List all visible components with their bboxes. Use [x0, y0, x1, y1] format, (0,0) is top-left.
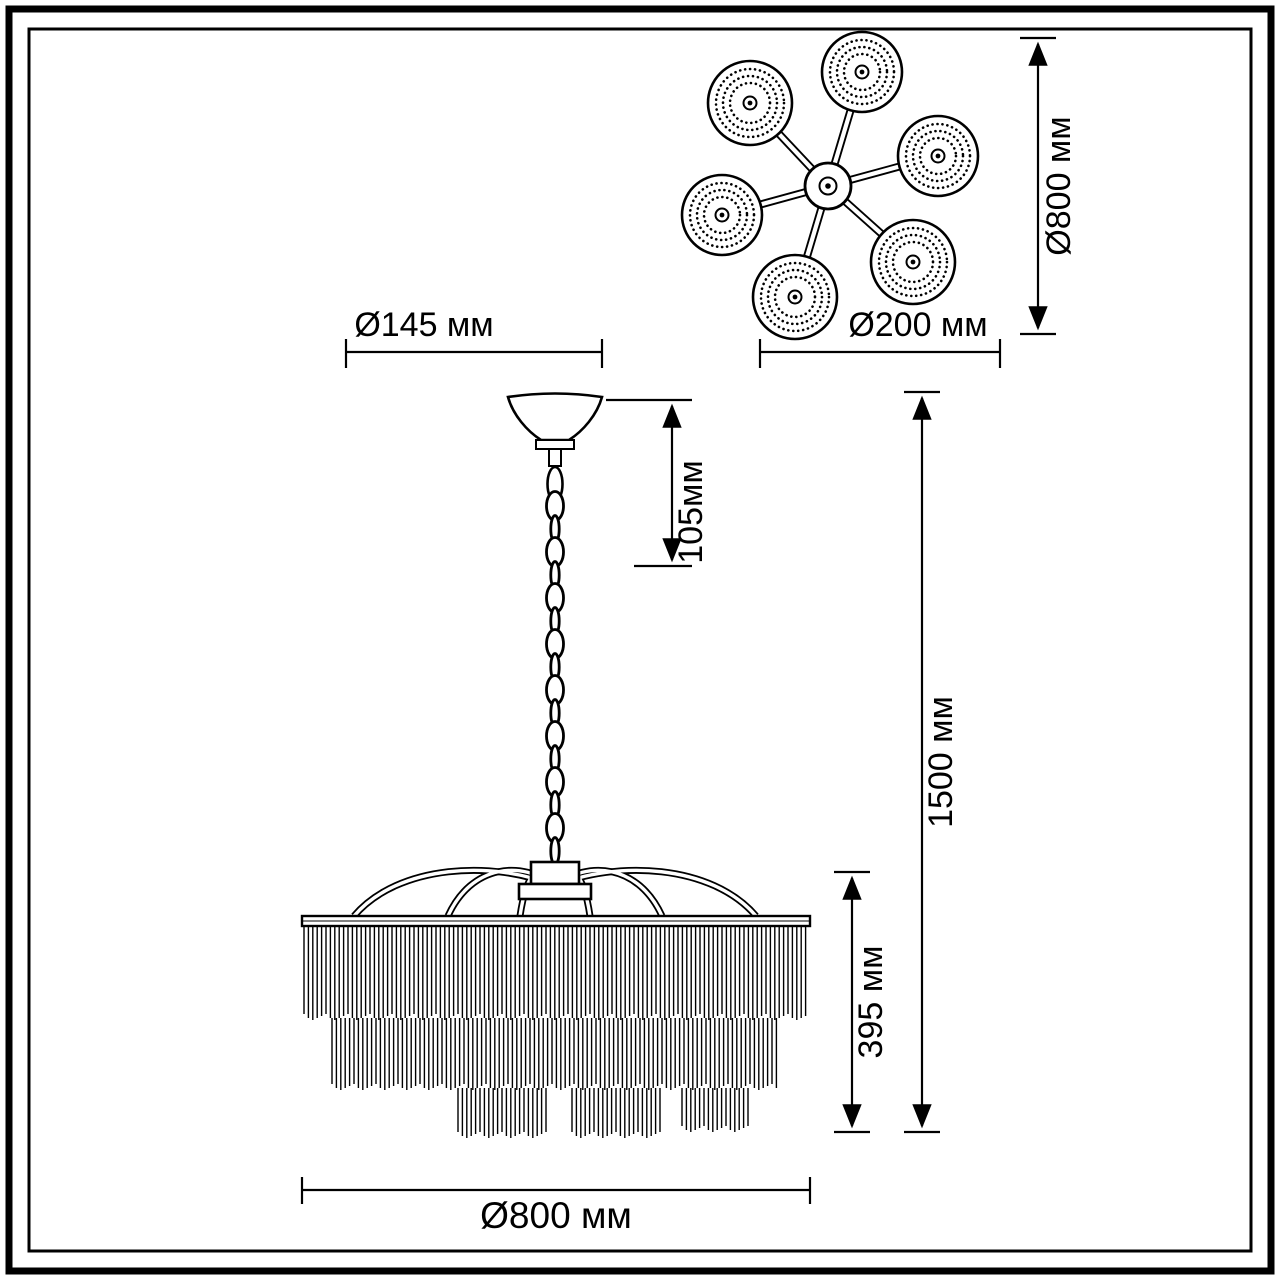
- shade-top-view: [751, 253, 839, 341]
- frame-hub: [517, 860, 593, 901]
- canopy-collar: [535, 439, 575, 450]
- dimension-body-height: [834, 870, 870, 1134]
- shade-top-view: [820, 30, 904, 114]
- dimension-overall-height: [904, 390, 940, 1134]
- top-view-hub: [803, 161, 853, 211]
- fringe-tier-2: [331, 1018, 778, 1090]
- fringe-tier-3-left: [457, 1088, 547, 1138]
- dimension-top-view-diameter: [1020, 36, 1056, 336]
- dim-label-canopy-height: 105мм: [672, 460, 710, 563]
- dim-label-shade-diameter: Ø200 мм: [848, 306, 987, 344]
- shade-top-view: [869, 218, 957, 306]
- inner-frame-border: [27, 27, 1253, 1253]
- dimension-canopy-height: [606, 398, 692, 568]
- dim-label-body-height: 395 мм: [852, 946, 890, 1059]
- shade-top-view: [706, 59, 794, 147]
- outer-frame-border: [5, 5, 1275, 1275]
- shade-top-view: [680, 173, 764, 257]
- canopy-stem: [548, 448, 562, 467]
- fringe-tier-1: [303, 925, 807, 1020]
- dimension-shade-diameter: [758, 339, 1002, 368]
- fringe-tier-3-center: [571, 1088, 661, 1138]
- fringe-tier-3-right: [681, 1088, 749, 1132]
- shade-band: [300, 914, 812, 928]
- shade-top-view: [896, 114, 980, 198]
- suspension-chain: [545, 465, 565, 866]
- dimension-body-diameter: [300, 1177, 812, 1204]
- dimension-canopy-diameter: [344, 339, 604, 368]
- canopy-cup: [506, 392, 604, 442]
- dim-label-body-diameter: Ø800 мм: [480, 1195, 632, 1236]
- dim-label-canopy-diameter: Ø145 мм: [354, 306, 493, 344]
- ceiling-canopy: [506, 392, 604, 467]
- dim-label-overall-height: 1500 мм: [922, 696, 960, 828]
- top-view: [680, 30, 980, 341]
- dim-label-top-view-diameter: Ø800 мм: [1040, 116, 1078, 255]
